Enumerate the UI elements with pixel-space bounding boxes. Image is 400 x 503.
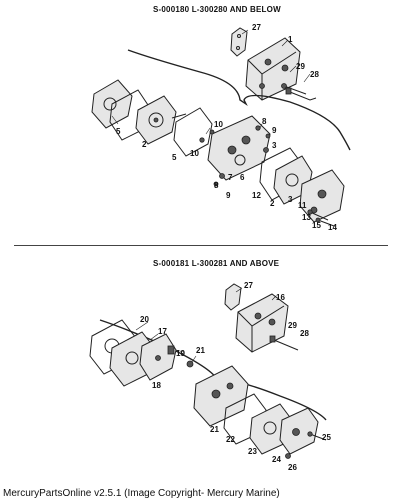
callout-29-upper: 29: [296, 62, 305, 71]
callout-16: 16: [276, 293, 285, 302]
callout-5-center: 5: [172, 153, 177, 162]
callout-8-upper: 8: [262, 117, 267, 126]
callout-2-right: 2: [270, 199, 275, 208]
callout-18: 18: [152, 381, 161, 390]
gasket-27-upper: [230, 27, 248, 57]
callout-13: 13: [302, 213, 311, 222]
valve-body-center: [207, 115, 271, 181]
callout-24: 24: [272, 455, 281, 464]
callout-6: 6: [240, 173, 245, 182]
screws-lower-right: [307, 209, 335, 227]
screw-29-upper: [281, 83, 307, 95]
callout-19: 19: [176, 349, 185, 358]
callout-10-upper: 10: [214, 120, 223, 129]
callout-7: 7: [228, 173, 233, 182]
fitting-19: [167, 345, 175, 355]
callout-21-lower: 21: [210, 425, 219, 434]
heading-upper-serial-range: S-000180 L-300280 AND BELOW: [153, 5, 281, 14]
gasket-27-lower: [224, 283, 242, 311]
callout-11: 11: [298, 201, 307, 210]
callout-14: 14: [328, 223, 337, 232]
callout-2-left: 2: [142, 140, 147, 149]
fuel-pump-assembly-lower: [235, 293, 289, 353]
callout-8-lower: 8: [214, 181, 219, 190]
callout-28-upper: 28: [310, 70, 319, 79]
callout-25: 25: [322, 433, 331, 442]
fuel-pump-assembly-upper: [245, 37, 301, 101]
cover-24: [279, 407, 319, 455]
pump-cover-right: [299, 169, 345, 223]
callout-21-upper: 21: [196, 346, 205, 355]
small-parts-center: [171, 113, 271, 187]
callout-9-upper: 9: [272, 126, 277, 135]
callout-23: 23: [248, 447, 257, 456]
upper-assembly: [91, 27, 351, 227]
upper-group-brace: [127, 49, 351, 151]
callout-9-lower: 9: [226, 191, 231, 200]
callout-27-upper: 27: [252, 23, 261, 32]
callout-22: 22: [226, 435, 235, 444]
screw-26: [285, 453, 291, 459]
callout-3-lower: 3: [288, 195, 293, 204]
callout-20: 20: [140, 315, 149, 324]
callout-29-lower: 29: [288, 321, 297, 330]
callout-5-left: 5: [116, 127, 121, 136]
bolt-28-lower: [269, 335, 299, 351]
section-divider: [14, 245, 388, 246]
callout-15: 15: [312, 221, 321, 230]
screw-25: [307, 431, 327, 441]
callout-1: 1: [288, 35, 293, 44]
plate-2-left: [135, 95, 177, 145]
callout-10-lower: 10: [190, 149, 199, 158]
valve-21-upper: [186, 360, 194, 368]
callout-28-lower: 28: [300, 329, 309, 338]
valve-body-lower: [193, 365, 249, 427]
heading-lower-serial-range: S-000181 L-300281 AND ABOVE: [153, 259, 280, 268]
lower-assembly: [89, 283, 327, 459]
callout-26: 26: [288, 463, 297, 472]
callout-12: 12: [252, 191, 261, 200]
gasket-5-center: [173, 107, 213, 157]
exploded-parts-diagram: 27 1 29 28 5 2 5 10 10 8 9 3 6 7 8 9 12 …: [89, 23, 351, 472]
bolt-28-upper: [285, 87, 317, 101]
callout-3-upper: 3: [272, 141, 277, 150]
plate-18: [139, 333, 177, 381]
callout-27-lower: 27: [244, 281, 253, 290]
copyright-footer: MercuryPartsOnline v2.5.1 (Image Copyrig…: [3, 488, 280, 499]
callout-17: 17: [158, 327, 167, 336]
